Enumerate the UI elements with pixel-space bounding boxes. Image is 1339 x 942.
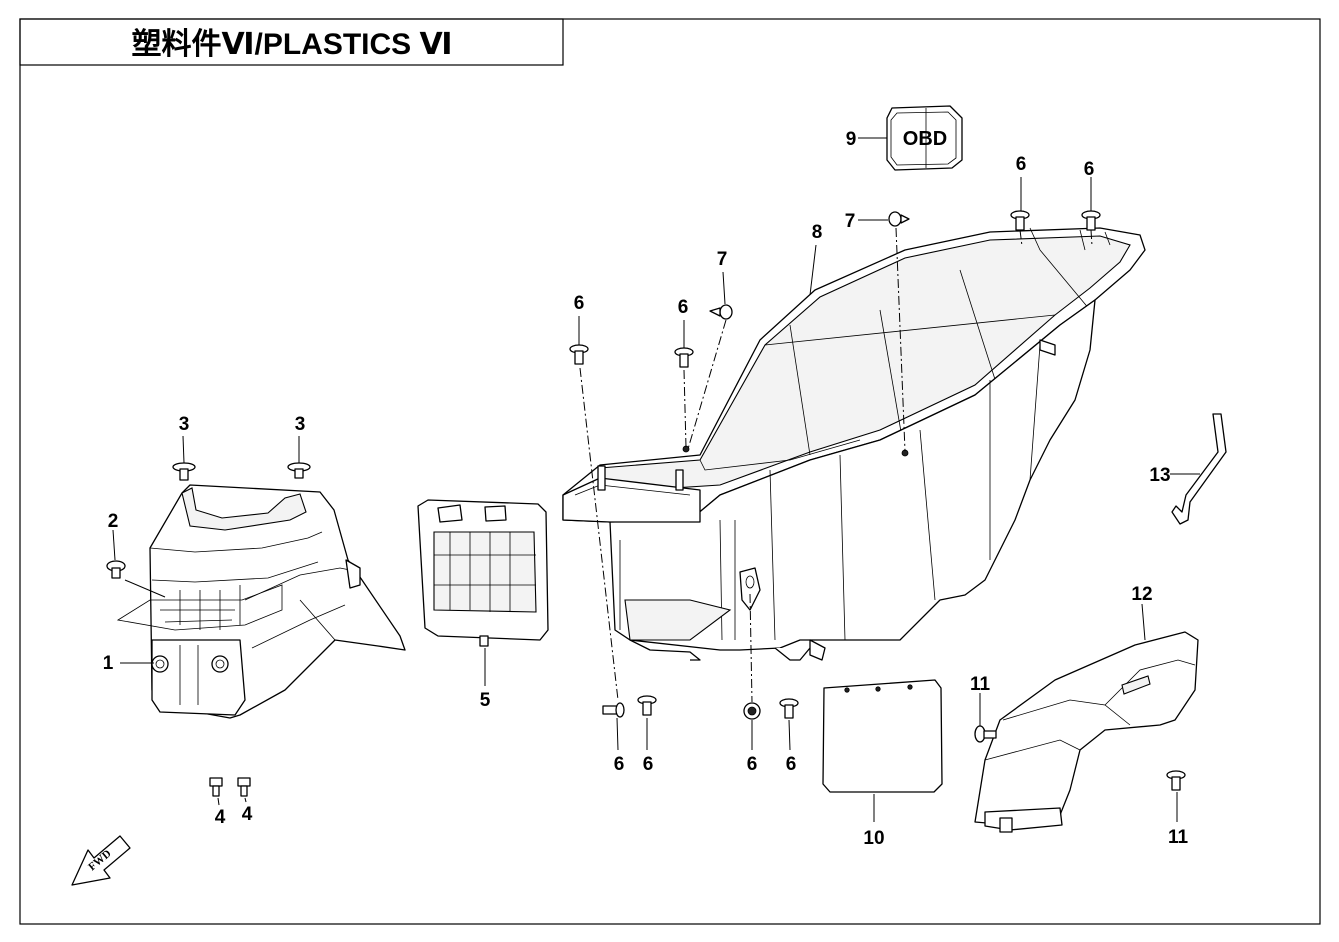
callout-11-left: 11 bbox=[970, 674, 991, 695]
part-6-screw-top-d bbox=[1081, 210, 1101, 231]
callout-4-right: 4 bbox=[242, 804, 253, 825]
callout-12: 12 bbox=[1131, 584, 1152, 605]
callout-5: 5 bbox=[480, 690, 491, 711]
obd-label: OBD bbox=[903, 128, 947, 150]
part-9-obd-cover: OBD bbox=[886, 105, 963, 171]
callout-3-right: 3 bbox=[295, 414, 306, 435]
part-6-nut-bottom-c bbox=[743, 702, 761, 720]
part-1-inner-box bbox=[116, 484, 406, 719]
fwd-arrow-icon: FWD bbox=[71, 835, 131, 886]
part-3-clip-left bbox=[172, 462, 196, 481]
callout-6-top-b: 6 bbox=[678, 297, 689, 318]
outer-frame bbox=[19, 18, 1321, 925]
callout-6-bottom-b: 6 bbox=[643, 754, 654, 775]
callout-2: 2 bbox=[108, 511, 119, 532]
callout-labels: 1 2 3 3 4 4 5 6 6 6 6 6 6 6 6 7 7 8 9 10… bbox=[103, 129, 1189, 849]
callout-6-bottom-a: 6 bbox=[614, 754, 625, 775]
callout-1: 1 bbox=[103, 653, 114, 674]
part-8-storage-bin bbox=[562, 227, 1146, 661]
part-11-screw-b bbox=[1166, 770, 1186, 791]
callout-13: 13 bbox=[1149, 465, 1170, 486]
part-11-screw-a bbox=[974, 725, 997, 743]
callout-6-top-a: 6 bbox=[574, 293, 585, 314]
part-6-screw-bottom-a bbox=[602, 702, 625, 718]
part-7-clip-b bbox=[888, 211, 910, 227]
callout-4-left: 4 bbox=[215, 807, 226, 828]
callout-6-bottom-c: 6 bbox=[747, 754, 758, 775]
part-4-screw-right bbox=[237, 777, 251, 797]
callout-6-top-d: 6 bbox=[1084, 159, 1095, 180]
callout-8: 8 bbox=[812, 222, 823, 243]
alignment-lines bbox=[579, 227, 1093, 703]
callout-9: 9 bbox=[846, 129, 857, 150]
callout-7-right: 7 bbox=[845, 211, 856, 232]
part-6-screw-bottom-d bbox=[779, 698, 799, 719]
part-6-screw-top-b bbox=[674, 347, 694, 368]
callout-6-bottom-d: 6 bbox=[786, 754, 797, 775]
callout-10: 10 bbox=[863, 828, 884, 849]
part-13-hose bbox=[1171, 413, 1227, 525]
callout-7-left: 7 bbox=[717, 249, 728, 270]
title-box bbox=[19, 18, 564, 66]
leader-lines bbox=[112, 137, 1200, 822]
part-6-screw-top-c bbox=[1010, 210, 1030, 231]
page-title: 塑料件Ⅵ/PLASTICS Ⅵ bbox=[132, 28, 453, 61]
callout-11-right: 11 bbox=[1168, 827, 1189, 848]
part-7-clip-a bbox=[709, 304, 733, 320]
callout-3-left: 3 bbox=[179, 414, 190, 435]
callout-6-top-c: 6 bbox=[1016, 154, 1027, 175]
part-12-side-cover bbox=[974, 631, 1199, 833]
part-5-grille-panel bbox=[417, 499, 549, 647]
part-6-screw-top-a bbox=[569, 344, 589, 365]
part-3-clip-right bbox=[287, 462, 311, 479]
part-6-screw-bottom-b bbox=[637, 695, 657, 716]
part-2-screw bbox=[106, 560, 126, 579]
part-4-screw-left bbox=[209, 777, 223, 797]
part-10-panel bbox=[822, 679, 943, 793]
